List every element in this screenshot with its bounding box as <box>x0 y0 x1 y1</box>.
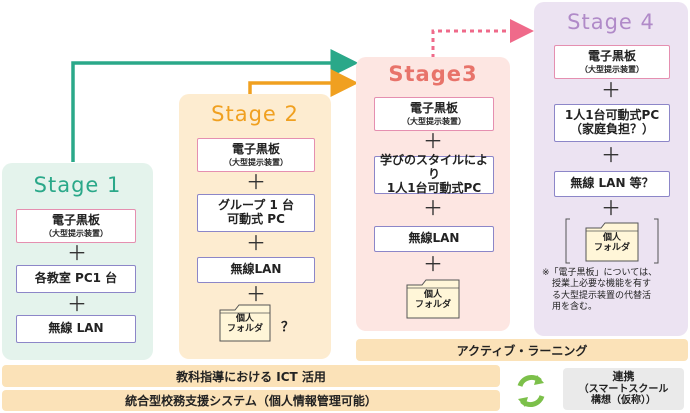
folder-label: 個人 フォルダ <box>226 314 263 335</box>
stage2-panel: Stage 2 電子黒板 （大型提示装置） ＋ グループ 1 台 可動式 PC … <box>179 94 331 359</box>
folder-icon <box>585 222 639 262</box>
stage4-item-e-blackboard: 電子黒板 （大型提示装置） <box>554 45 670 79</box>
bar-school-system: 統合型校務支援システム（個人情報管理可能） <box>2 390 500 411</box>
stage1-item-pc: 各教室 PC1 台 <box>16 265 136 293</box>
cycle-icon <box>517 375 545 407</box>
plus-sign: ＋ <box>423 196 443 220</box>
stage1-item-lan: 無線 LAN <box>16 315 136 343</box>
link-box-smart-school: 連携 （スマートスクール 構想（仮称）） <box>563 368 684 410</box>
folder-icon <box>219 304 271 342</box>
stage3-title: Stage3 <box>388 62 478 86</box>
folder-brackets <box>565 218 659 264</box>
arrow-stage2-to-stage3 <box>248 69 359 97</box>
stage2-item-e-blackboard: 電子黒板 （大型提示装置） <box>197 138 315 172</box>
arrow-stage1-to-stage3 <box>71 49 359 162</box>
stage4-item-lan: 無線 LAN 等？ <box>554 171 670 197</box>
stage4-note: ※「電子黒板」については、 授業上必要な機能を有す る大型提示装置の代替活 用を… <box>542 268 658 312</box>
plus-sign: ＋ <box>246 282 266 306</box>
bar-ict-usage: 教科指導における ICT 活用 <box>2 365 500 387</box>
stage2-title: Stage 2 <box>211 102 299 126</box>
stage1-item-e-blackboard: 電子黒板 （大型提示装置） <box>16 209 136 243</box>
plus-sign: ＋ <box>246 231 266 255</box>
stage4-item-pc: 1人1台可動式PC （家庭負担？） <box>554 104 670 142</box>
stage3-panel: Stage3 電子黒板 （大型提示装置） ＋ 学びのスタイルにより 1人1台可動… <box>356 57 510 331</box>
folder-label: 個人 フォルダ <box>414 290 451 311</box>
folder-label: 個人 フォルダ <box>593 233 630 254</box>
plus-sign: ＋ <box>601 78 621 102</box>
bar-active-learning: アクティブ・ラーニング <box>356 339 688 361</box>
plus-sign: ＋ <box>601 196 621 220</box>
stage3-item-pc: 学びのスタイルにより 1人1台可動式PC <box>374 154 494 195</box>
stage3-item-e-blackboard: 電子黒板 （大型提示装置） <box>374 97 494 131</box>
stage1-panel: Stage 1 電子黒板 （大型提示装置） ＋ 各教室 PC1 台 ＋ 無線 L… <box>2 163 153 360</box>
stage4-panel: Stage 4 電子黒板 （大型提示装置） ＋ 1人1台可動式PC （家庭負担？… <box>534 2 688 336</box>
stage4-title: Stage 4 <box>567 10 655 34</box>
plus-sign: ＋ <box>601 143 621 167</box>
stage2-item-group-pc: グループ 1 台 可動式 PC <box>197 194 315 232</box>
folder-icon <box>406 279 460 319</box>
question-mark: ？ <box>281 320 295 335</box>
plus-sign: ＋ <box>246 170 266 194</box>
stage3-item-lan: 無線LAN <box>374 226 494 252</box>
plus-sign: ＋ <box>423 252 443 276</box>
plus-sign: ＋ <box>67 241 87 265</box>
plus-sign: ＋ <box>67 292 87 316</box>
stage2-item-lan: 無線LAN <box>197 257 315 283</box>
plus-sign: ＋ <box>423 129 443 153</box>
stage1-title: Stage 1 <box>33 173 122 197</box>
arrow-stage3-to-stage4 <box>431 19 534 58</box>
